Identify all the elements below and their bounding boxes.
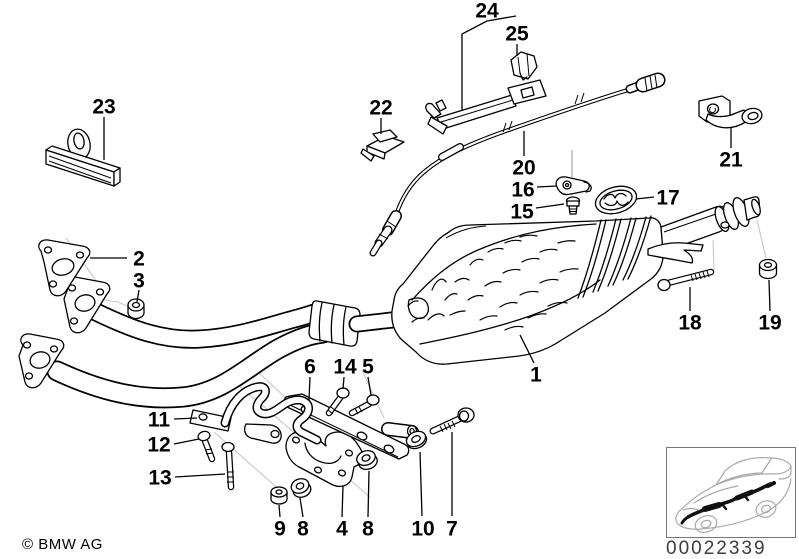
gasket-2 — [38, 239, 91, 297]
clamp-11 — [189, 382, 419, 445]
bolt-18 — [657, 268, 715, 292]
callout-leader-24 — [461, 20, 488, 110]
heat-shield-pattern — [407, 234, 579, 331]
car-inset — [666, 447, 796, 538]
callout-24[interactable]: 24 — [475, 0, 499, 23]
oxygen-sensor-20 — [369, 72, 666, 257]
callout-14[interactable]: 14 — [333, 356, 357, 379]
copyright-text: © BMW AG — [22, 536, 103, 553]
pipe-collector-sleeve — [308, 300, 361, 347]
bracket-24 — [425, 79, 547, 135]
callout-11[interactable]: 11 — [148, 409, 171, 432]
bolt-12 — [197, 430, 216, 463]
callout-leader-12 — [173, 438, 200, 445]
callout-leader-13 — [174, 473, 226, 478]
callout-8[interactable]: 8 — [362, 518, 374, 541]
clip-22 — [360, 129, 405, 162]
callout-leader-10 — [419, 451, 423, 517]
callout-leader-11 — [173, 417, 198, 420]
callout-9[interactable]: 9 — [274, 518, 286, 541]
exhaust-highlight — [680, 481, 776, 525]
callout-leader-3 — [136, 289, 140, 303]
clip-25 — [510, 51, 538, 81]
holder-16 — [555, 176, 592, 196]
callout-8[interactable]: 8 — [297, 518, 309, 541]
muffler-1 — [391, 196, 761, 365]
callout-leader-1 — [519, 334, 535, 364]
bolt-5 — [348, 394, 380, 417]
flex-section — [577, 215, 652, 299]
pipe-flanges — [18, 276, 111, 389]
nut-19 — [758, 258, 778, 280]
callout-25[interactable]: 25 — [505, 23, 529, 46]
callout-7[interactable]: 7 — [446, 518, 458, 541]
callout-6[interactable]: 6 — [304, 356, 316, 379]
callout-leader-16 — [536, 185, 558, 188]
washer-8-left — [290, 478, 312, 498]
bracket-4 — [285, 431, 364, 488]
callout-5[interactable]: 5 — [362, 356, 374, 379]
bracket-21 — [698, 95, 763, 129]
washer-8-right — [356, 450, 378, 470]
callout-18[interactable]: 18 — [678, 312, 702, 335]
callout-13[interactable]: 13 — [148, 467, 171, 490]
callout-leader-19 — [768, 279, 771, 312]
callout-leader-8 — [367, 470, 370, 518]
callout-19[interactable]: 19 — [758, 312, 781, 335]
callout-1[interactable]: 1 — [530, 364, 542, 387]
front-pipe — [46, 300, 401, 409]
callout-15[interactable]: 15 — [510, 201, 534, 224]
rubber-mount-17 — [594, 185, 638, 215]
callout-2[interactable]: 2 — [133, 248, 145, 271]
sensor-connector — [625, 72, 666, 94]
callout-leader-15 — [535, 203, 565, 209]
bolt-13 — [221, 441, 235, 491]
bolt-15 — [565, 196, 581, 215]
callout-22[interactable]: 22 — [369, 97, 392, 120]
callout-16[interactable]: 16 — [511, 179, 534, 202]
callout-23[interactable]: 23 — [92, 96, 115, 119]
callout-leader-6 — [308, 376, 311, 401]
nut-3 — [127, 298, 145, 320]
bolt-7 — [429, 407, 475, 435]
washer-10 — [405, 430, 428, 450]
callout-leader-5 — [367, 376, 372, 396]
nut-9 — [270, 486, 288, 505]
callout-12[interactable]: 12 — [147, 434, 170, 457]
callout-leader-4 — [341, 485, 344, 518]
callout-10[interactable]: 10 — [411, 518, 434, 541]
callout-leader-14 — [342, 376, 345, 390]
callout-4[interactable]: 4 — [336, 518, 348, 541]
callout-21[interactable]: 21 — [719, 149, 743, 172]
callout-leader-9 — [278, 504, 281, 518]
diagram-number: 00022339 — [666, 538, 767, 559]
callout-20[interactable]: 20 — [512, 157, 535, 180]
bracket-23 — [45, 128, 121, 187]
callout-3[interactable]: 3 — [133, 270, 145, 293]
callout-leader-24 — [486, 15, 517, 22]
car-inset-frame — [666, 447, 796, 538]
fork-bracket — [647, 242, 704, 264]
callout-leader-8 — [299, 497, 304, 518]
callout-17[interactable]: 17 — [656, 187, 679, 210]
callout-leader-17 — [635, 196, 655, 200]
bolt-14 — [325, 387, 350, 417]
car-outline — [675, 457, 792, 533]
